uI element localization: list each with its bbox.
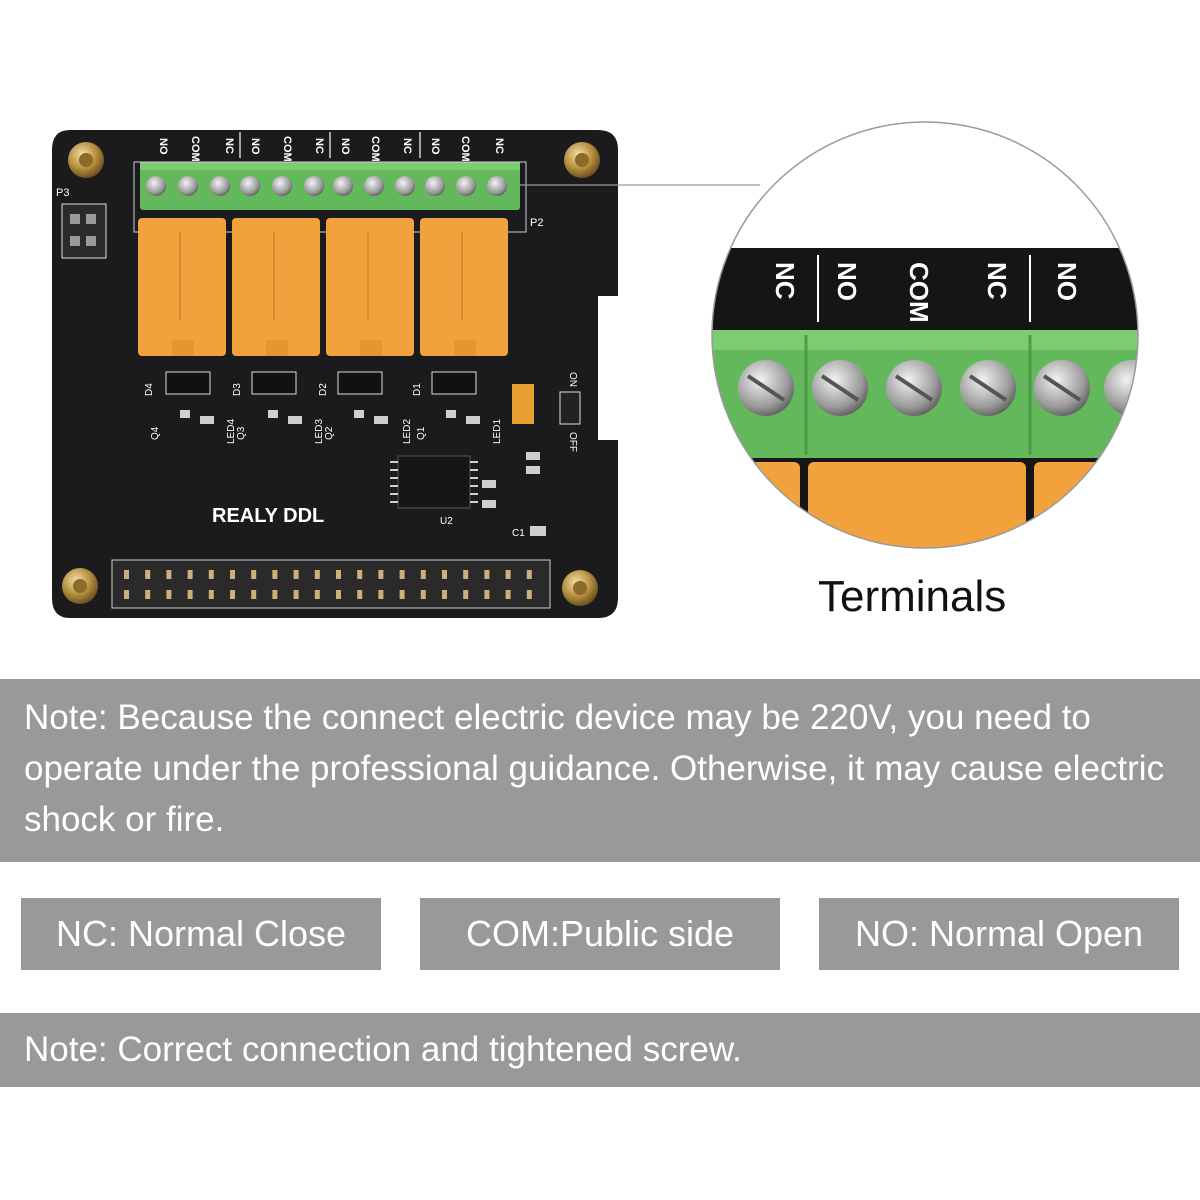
terminal-label: NO	[157, 138, 169, 155]
gpio-pin	[378, 570, 384, 579]
silk-led3: LED3	[314, 419, 325, 444]
silk-u2: U2	[440, 516, 453, 527]
zoom-label: NO	[1052, 262, 1082, 301]
terminal-label: NC	[223, 138, 235, 154]
silk-q1: Q1	[416, 426, 427, 440]
gpio-pin	[230, 570, 235, 579]
gpio-pin	[145, 590, 151, 599]
warning-note-text: Note: Because the connect electric devic…	[24, 698, 1165, 839]
gpio-pin	[505, 570, 511, 579]
gpio-pin	[484, 590, 490, 599]
gpio-pin	[399, 590, 405, 599]
gpio-pin	[484, 570, 490, 579]
warning-note-band: Note: Because the connect electric devic…	[0, 679, 1200, 862]
terminal-label: NC	[313, 138, 325, 154]
relay-board-photo: NO COM NC NO COM NC NO COM NC NO COM NC …	[52, 121, 1139, 618]
gpio-pin	[357, 570, 363, 579]
silk-d3: D3	[232, 383, 243, 396]
terminal-block	[140, 162, 520, 210]
terminal-label: NO	[429, 138, 441, 155]
ic-chip	[397, 455, 471, 509]
gpio-pin	[442, 570, 447, 579]
zoom-label: NC	[770, 262, 800, 300]
gpio-pin	[145, 570, 151, 579]
terminal-zoom: NC NO COM NC NO	[712, 122, 1138, 548]
gpio-pin	[166, 570, 172, 579]
silk-d1: D1	[412, 383, 423, 396]
silk-q4: Q4	[150, 426, 161, 440]
gpio-pin	[251, 590, 257, 599]
legend-com: COM:Public side	[420, 898, 780, 970]
gpio-pin	[463, 570, 469, 579]
gpio-pin	[357, 590, 363, 599]
board-label: REALY DDL	[212, 505, 324, 527]
silk-led2: LED2	[402, 419, 413, 444]
gpio-pin	[336, 570, 341, 579]
legend-nc: NC: Normal Close	[21, 898, 381, 970]
gpio-pin	[442, 590, 447, 599]
silk-q3: Q3	[236, 426, 247, 440]
silk-led1: LED1	[492, 419, 503, 444]
gpio-pin	[124, 570, 129, 579]
silk-led4: LED4	[226, 419, 237, 444]
terminal-label: COM	[459, 136, 471, 162]
gpio-pin	[314, 590, 320, 599]
gpio-pin	[208, 590, 214, 599]
gpio-pin	[463, 590, 469, 599]
gpio-pin	[166, 590, 172, 599]
terminal-label: NC	[401, 138, 413, 154]
zoom-label: NC	[982, 262, 1012, 300]
gpio-pin	[293, 590, 299, 599]
gpio-pin	[526, 570, 532, 579]
gpio-pin	[526, 590, 532, 599]
zoom-label: COM	[904, 262, 934, 323]
silk-p3: P3	[56, 187, 69, 199]
terminal-label: COM	[189, 136, 201, 162]
gpio-header	[111, 559, 551, 609]
terminal-label: COM	[369, 136, 381, 162]
silk-d2: D2	[318, 383, 329, 396]
gpio-pin	[420, 590, 426, 599]
relays	[138, 218, 508, 356]
gpio-pin	[124, 590, 129, 599]
silk-q2: Q2	[324, 426, 335, 440]
gpio-pin	[251, 570, 257, 579]
terminal-label: COM	[281, 136, 293, 162]
zoom-label: NO	[832, 262, 862, 301]
legend-no: NO: Normal Open	[819, 898, 1179, 970]
silk-p2: P2	[530, 217, 543, 229]
gpio-pin	[187, 590, 193, 599]
terminal-label-row: NO COM NC NO COM NC NO COM NC NO COM NC	[157, 136, 505, 162]
gpio-pin	[399, 570, 405, 579]
gpio-pin	[272, 570, 278, 579]
terminal-label: NO	[249, 138, 261, 155]
gpio-pin	[208, 570, 214, 579]
gpio-pin	[378, 590, 384, 599]
mounting-screws	[62, 142, 600, 606]
silk-d4: D4	[144, 383, 155, 396]
gpio-pin	[187, 570, 193, 579]
silk-on: ON	[567, 372, 578, 387]
gpio-pin	[230, 590, 235, 599]
screw-note-text: Note: Correct connection and tightened s…	[24, 1030, 742, 1069]
gpio-pin	[272, 590, 278, 599]
gpio-pin	[336, 590, 341, 599]
terminal-screws	[146, 176, 507, 196]
zoom-caption: Terminals	[818, 572, 1007, 621]
silk-c1: C1	[512, 528, 525, 539]
gpio-pin	[314, 570, 320, 579]
driver-components	[165, 371, 480, 424]
gpio-pin	[420, 570, 426, 579]
silk-off: OFF	[567, 432, 578, 452]
terminal-label: NO	[339, 138, 351, 155]
gpio-pin	[293, 570, 299, 579]
screw-note-band: Note: Correct connection and tightened s…	[0, 1013, 1200, 1087]
gpio-pin	[505, 590, 511, 599]
terminal-label: NC	[493, 138, 505, 154]
